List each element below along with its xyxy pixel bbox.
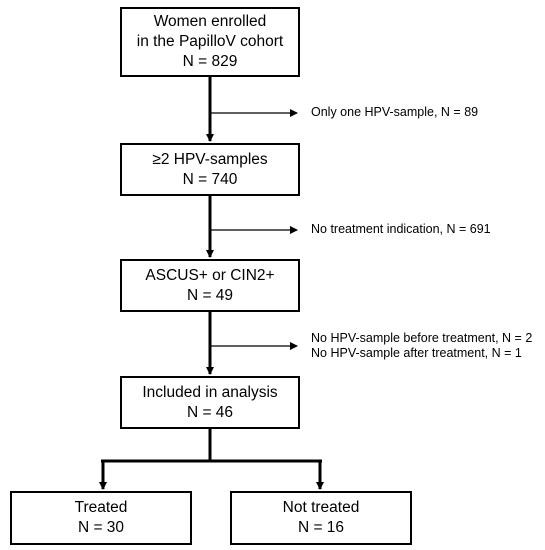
box-treated: Treated N = 30 [10, 491, 192, 545]
box-treated-line1: Treated [74, 499, 128, 516]
exclusion-one-sample: Only one HPV-sample, N = 89 [311, 105, 478, 120]
box-included-count: N = 46 [186, 403, 234, 421]
box-ascus: ASCUS+ or CIN2+ N = 49 [120, 259, 300, 312]
exclusion-before-treatment-text: No HPV-sample before treatment, N = 2 [311, 331, 533, 345]
exclusion-no-indication-text: No treatment indication, N = 691 [311, 222, 491, 236]
box-enrolled: Women enrolled in the PapilloV cohort N … [120, 7, 300, 77]
box-samples-line1: ≥2 HPV-samples [152, 150, 268, 168]
box-ascus-count: N = 49 [186, 286, 234, 304]
exclusion-no-sample: No HPV-sample before treatment, N = 2 No… [311, 331, 532, 361]
box-not-treated: Not treated N = 16 [230, 491, 412, 545]
box-included: Included in analysis N = 46 [120, 376, 300, 429]
exclusion-after-treatment-text: No HPV-sample after treatment, N = 1 [311, 346, 522, 360]
box-enrolled-line2: in the PapilloV cohort [136, 33, 284, 50]
box-not-treated-count: N = 16 [297, 519, 345, 536]
box-samples-count: N = 740 [182, 170, 238, 188]
box-samples: ≥2 HPV-samples N = 740 [120, 143, 300, 196]
exclusion-no-indication: No treatment indication, N = 691 [311, 222, 491, 237]
box-enrolled-count: N = 829 [182, 53, 238, 70]
box-ascus-line1: ASCUS+ or CIN2+ [145, 266, 275, 284]
exclusion-one-sample-text: Only one HPV-sample, N = 89 [311, 105, 479, 119]
box-enrolled-line1: Women enrolled [153, 13, 267, 30]
box-treated-count: N = 30 [77, 519, 125, 536]
box-not-treated-line1: Not treated [282, 499, 360, 516]
box-included-line1: Included in analysis [142, 383, 278, 401]
